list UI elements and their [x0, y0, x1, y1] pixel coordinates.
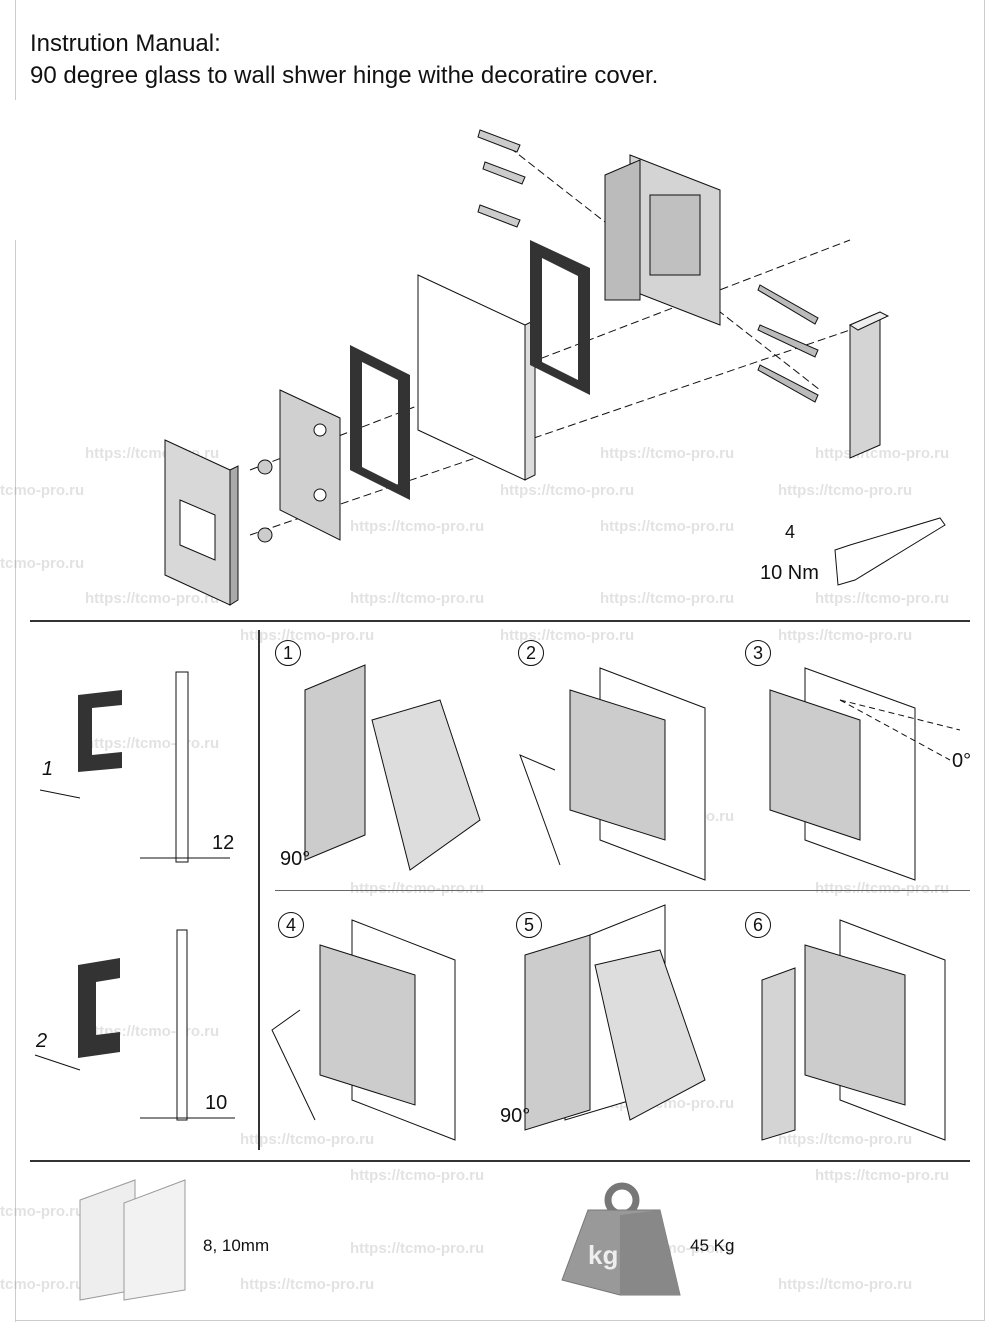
glass-bottom-thickness: 10: [205, 1092, 228, 1114]
gasket-bottom-thickness: 2: [36, 1030, 48, 1052]
page-border-left-top: [15, 0, 16, 100]
step-5-angle: 90°: [500, 1105, 531, 1127]
torque-value: 10 Nm: [760, 562, 819, 584]
end-cover-cap: [848, 311, 890, 459]
page-border-right: [984, 0, 985, 1321]
step-5-drawing: [524, 904, 706, 1131]
page-border-bottom: [15, 1320, 985, 1321]
step-3-angle: 0°: [952, 750, 972, 772]
inner-clamp-plate: [279, 389, 341, 541]
max-load-spec: 45 Kg: [690, 1236, 735, 1255]
divider-bottom: [30, 1160, 970, 1162]
wall-mount-hinge-body: [604, 154, 721, 326]
gasket-top-thickness: 1: [42, 758, 54, 780]
step-3-number: 3: [745, 640, 771, 666]
step-1-drawing: [304, 664, 481, 871]
glass-thickness-spec: 8, 10mm: [203, 1236, 270, 1255]
title-line-2: 90 degree glass to wall shwer hinge with…: [30, 62, 659, 89]
glass-12mm: [175, 671, 189, 863]
step-1-number: 1: [275, 640, 301, 666]
cover-screws: [257, 459, 273, 543]
title-line-1: Instrution Manual:: [30, 30, 221, 57]
glass-10mm: [176, 929, 188, 1121]
weight-icon: [561, 1182, 681, 1296]
gasket-left: [350, 345, 410, 500]
step-4-number: 4: [278, 912, 304, 938]
allen-key-icon: [834, 517, 946, 586]
divider-top: [30, 620, 970, 622]
decorative-cover-plate: [164, 439, 239, 606]
step-2-drawing: [519, 667, 706, 881]
glass-top-thickness: 12: [212, 832, 235, 854]
page-border-left: [15, 240, 16, 1322]
wood-screws: [757, 284, 819, 403]
gasket-right: [530, 240, 590, 395]
exploded-assembly-diagram: [164, 129, 946, 606]
weight-icon-label: kg: [588, 1240, 619, 1270]
step-3-drawing: [769, 667, 961, 881]
step-6-number: 6: [745, 912, 771, 938]
step-5-number: 5: [516, 912, 542, 938]
page-title: Instrution Manual: 90 degree glass to wa…: [30, 28, 658, 92]
step-6-drawing: [761, 919, 946, 1141]
wall-anchors: [477, 129, 526, 228]
gasket-2mm: [78, 958, 120, 1058]
divider-vertical: [258, 630, 260, 1150]
step-4-drawing: [271, 919, 456, 1141]
step-2-number: 2: [518, 640, 544, 666]
divider-steps: [275, 890, 970, 891]
step-1-angle: 90°: [280, 848, 311, 870]
gasket-1mm: [78, 690, 122, 772]
tool-step-number: 4: [785, 522, 796, 542]
